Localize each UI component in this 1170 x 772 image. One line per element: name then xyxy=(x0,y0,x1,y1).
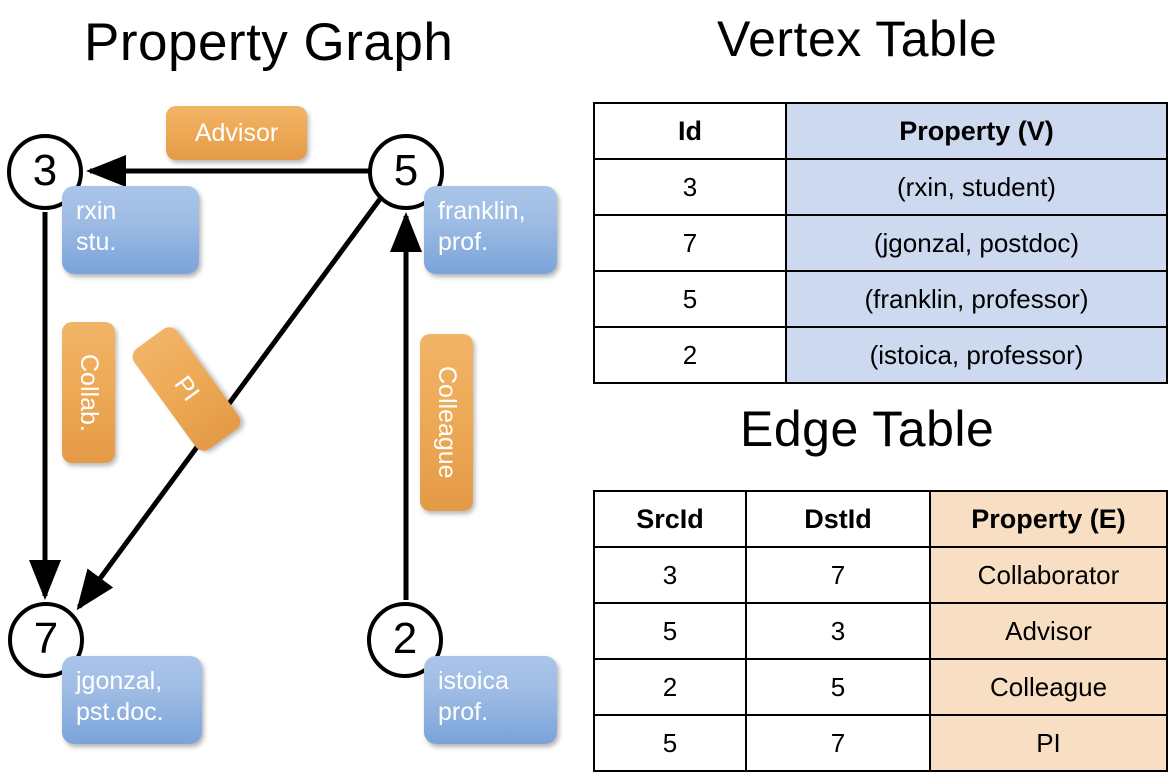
edge-table-cell-dstid: 5 xyxy=(745,658,931,716)
vertex-table-header-id: Id xyxy=(593,102,787,160)
edge-callout-pi-label: PI xyxy=(168,370,206,407)
edge-table-cell-srcid: 5 xyxy=(593,714,747,772)
edge-table-header-dstid: DstId xyxy=(745,490,931,548)
table-row[interactable]: 3 (rxin, student) xyxy=(593,158,1168,216)
table-row[interactable]: 5 7 PI xyxy=(593,714,1168,772)
vertex-table-cell-property: (jgonzal, postdoc) xyxy=(785,214,1168,272)
edge-table-header-property: Property (E) xyxy=(929,490,1168,548)
table-row[interactable]: 7 (jgonzal, postdoc) xyxy=(593,214,1168,272)
vertex-table: Id Property (V) 3 (rxin, student) 7 (jgo… xyxy=(593,102,1168,384)
edge-table-cell-property: Collaborator xyxy=(929,546,1168,604)
edge-table-cell-srcid: 2 xyxy=(593,658,747,716)
vertex-callout-jgonzal-line1: jgonzal, xyxy=(76,667,163,695)
vertex-table-cell-id: 7 xyxy=(593,214,787,272)
graph-node-5[interactable]: 5 xyxy=(368,134,444,210)
graph-node-3-label: 3 xyxy=(32,146,58,195)
edge-callout-collab-label: Collab. xyxy=(75,353,103,432)
page-title-vertex-table: Vertex Table xyxy=(717,11,998,67)
edge-callout-advisor[interactable]: Advisor xyxy=(166,106,307,160)
graph-node-2[interactable]: 2 xyxy=(367,602,443,678)
edge-callout-colleague[interactable]: Colleague xyxy=(420,334,473,511)
vertex-callout-franklin[interactable]: franklin, prof. xyxy=(424,186,557,274)
vertex-callout-jgonzal[interactable]: jgonzal, pst.doc. xyxy=(62,656,202,744)
edge-table-header-row: SrcId DstId Property (E) xyxy=(593,490,1168,548)
table-row[interactable]: 5 3 Advisor xyxy=(593,602,1168,660)
vertex-callout-jgonzal-line2: pst.doc. xyxy=(76,697,164,726)
edge-table-cell-dstid: 7 xyxy=(745,546,931,604)
vertex-callout-istoica-line2: prof. xyxy=(438,697,489,726)
page-title-property-graph: Property Graph xyxy=(84,13,454,72)
edge-callout-colleague-label: Colleague xyxy=(433,366,461,479)
vertex-callout-franklin-line2: prof. xyxy=(438,227,489,256)
table-row[interactable]: 2 (istoica, professor) xyxy=(593,326,1168,384)
edge-callout-advisor-label: Advisor xyxy=(194,118,279,147)
page-title-edge-table: Edge Table xyxy=(740,401,995,457)
edge-table-cell-srcid: 3 xyxy=(593,546,747,604)
table-row[interactable]: 5 (franklin, professor) xyxy=(593,270,1168,328)
vertex-callout-rxin-line1: rxin xyxy=(76,197,117,225)
edge-table-cell-srcid: 5 xyxy=(593,602,747,660)
graph-node-7-label: 7 xyxy=(33,614,59,663)
edge-table-header-srcid: SrcId xyxy=(593,490,747,548)
vertex-table-cell-property: (franklin, professor) xyxy=(785,270,1168,328)
edge-table-cell-property: PI xyxy=(929,714,1168,772)
vertex-table-cell-id: 5 xyxy=(593,270,787,328)
property-graph-diagram: 3 5 7 2 rxin stu. franklin, prof. jgonza… xyxy=(0,0,585,760)
vertex-callout-franklin-line1: franklin, xyxy=(438,197,526,225)
vertex-table-cell-id: 2 xyxy=(593,326,787,384)
edge-table-cell-property: Advisor xyxy=(929,602,1168,660)
edge-table-cell-dstid: 7 xyxy=(745,714,931,772)
vertex-callout-rxin[interactable]: rxin stu. xyxy=(62,186,199,274)
graph-node-2-label: 2 xyxy=(392,614,418,663)
vertex-callout-istoica[interactable]: istoica prof. xyxy=(424,656,557,744)
edge-table-cell-property: Colleague xyxy=(929,658,1168,716)
edge-table: SrcId DstId Property (E) 3 7 Collaborato… xyxy=(593,490,1168,772)
edge-callout-collab[interactable]: Collab. xyxy=(62,322,115,463)
vertex-table-cell-property: (istoica, professor) xyxy=(785,326,1168,384)
vertex-table-header-row: Id Property (V) xyxy=(593,102,1168,160)
vertex-table-header-property: Property (V) xyxy=(785,102,1168,160)
table-row[interactable]: 3 7 Collaborator xyxy=(593,546,1168,604)
vertex-callout-istoica-line1: istoica xyxy=(438,667,509,695)
vertex-callout-rxin-line2: stu. xyxy=(76,227,117,256)
table-row[interactable]: 2 5 Colleague xyxy=(593,658,1168,716)
vertex-table-cell-property: (rxin, student) xyxy=(785,158,1168,216)
graph-node-5-label: 5 xyxy=(393,146,419,195)
edge-table-cell-dstid: 3 xyxy=(745,602,931,660)
vertex-table-cell-id: 3 xyxy=(593,158,787,216)
